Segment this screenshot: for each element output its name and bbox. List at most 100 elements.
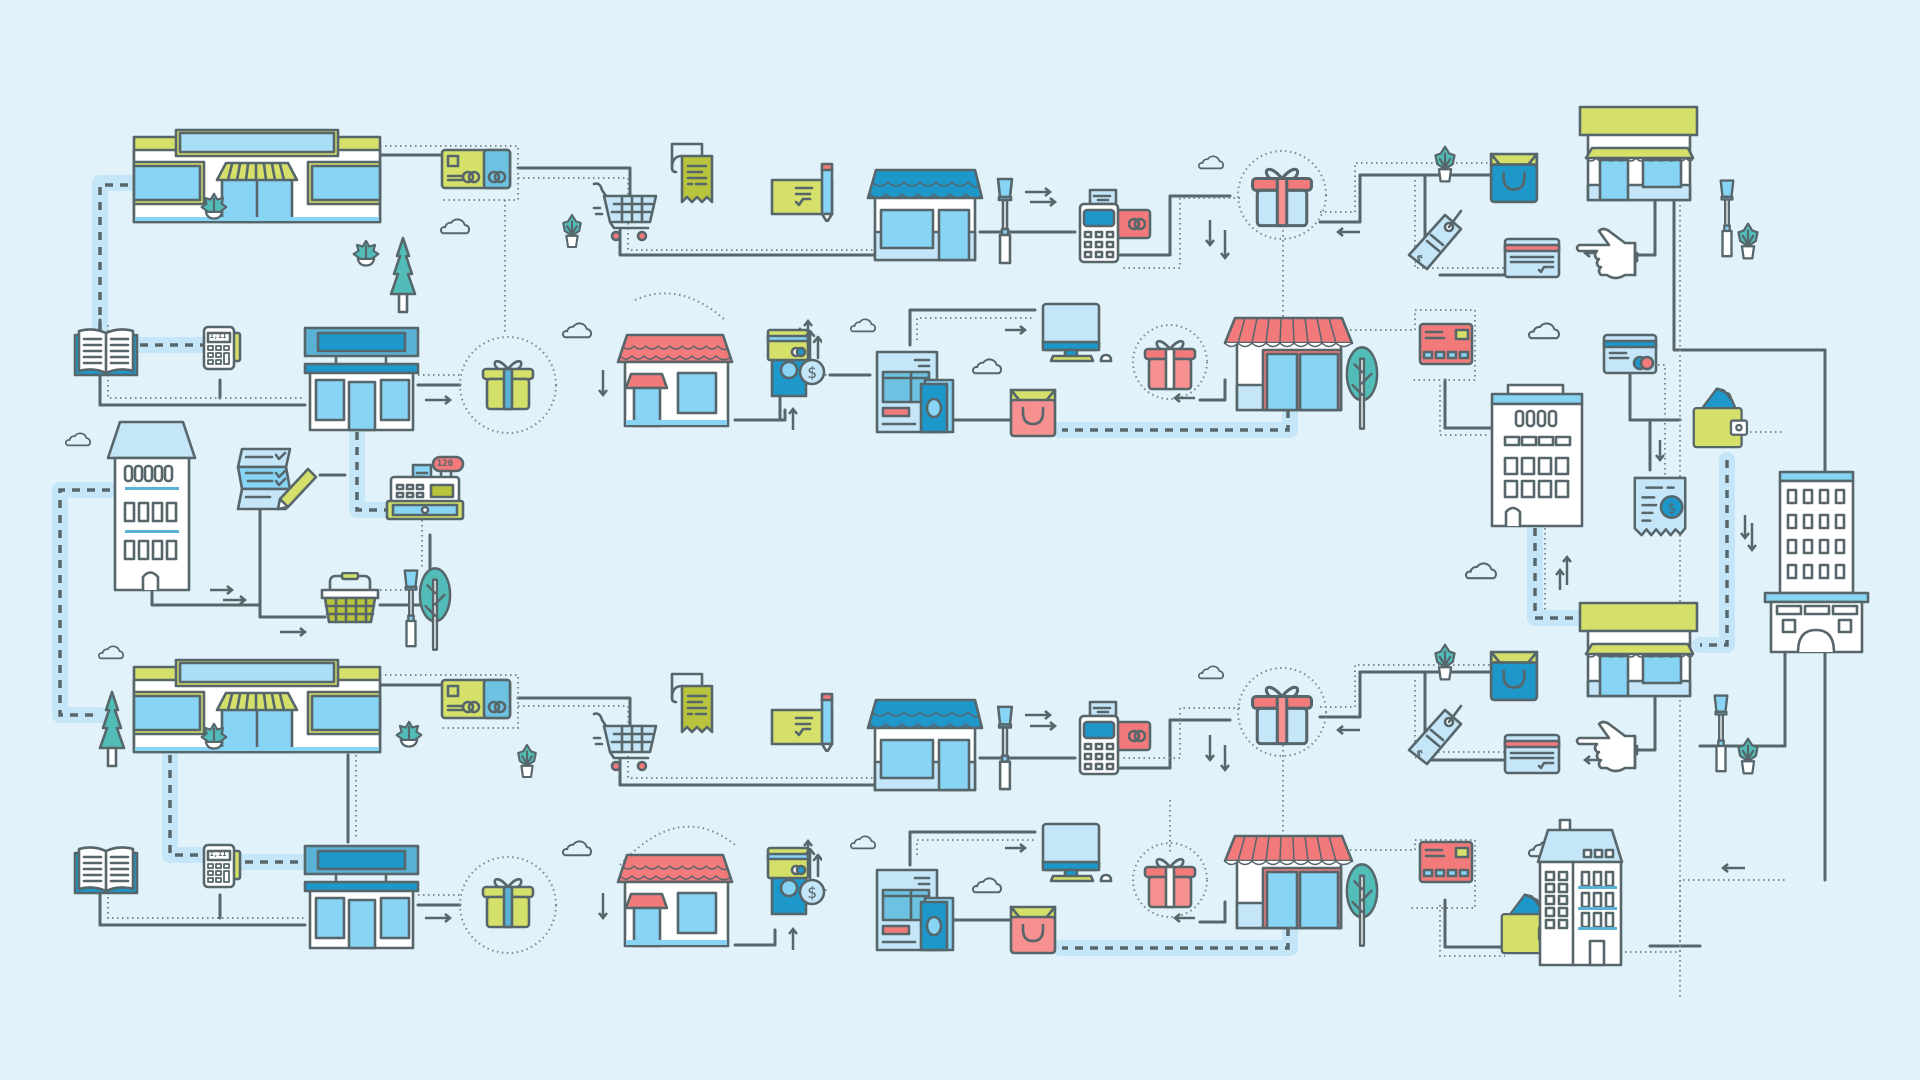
cloud-icon — [65, 432, 91, 447]
monitor-icon — [1041, 822, 1113, 883]
arrow-icon — [788, 406, 798, 430]
cheque-icon — [770, 692, 834, 752]
arrow-icon — [1172, 913, 1195, 923]
arrow-icon — [1720, 863, 1745, 873]
calculator-icon: 1,11 — [202, 325, 242, 371]
shopping-bag-icon — [1009, 388, 1057, 438]
bank-card-icon — [1503, 733, 1561, 775]
calculator-display: 1,11 — [210, 850, 227, 858]
shopping-bag-icon — [1489, 152, 1539, 204]
arrow-icon — [598, 893, 608, 921]
cloud-icon — [850, 318, 876, 333]
arrow-icon — [1740, 515, 1757, 553]
arrow-icon — [280, 627, 308, 637]
storefront-icon — [132, 128, 382, 224]
cloud-icon — [850, 835, 876, 850]
flow-arrows — [210, 187, 1757, 950]
pos-terminal-icon — [1078, 700, 1152, 776]
storefront-icon — [1578, 105, 1699, 202]
awning-store-icon — [1223, 316, 1354, 412]
arrow-icon — [210, 585, 248, 605]
gift-icon — [1143, 339, 1197, 391]
tree-icon — [1345, 346, 1379, 430]
storefront-icon — [132, 658, 382, 754]
kiosk-icon — [303, 844, 420, 950]
apartment-building-icon — [106, 420, 197, 592]
tree-icon — [418, 567, 452, 651]
plant-icon — [1737, 222, 1759, 260]
gift-icon — [481, 877, 535, 929]
receipt-icon — [670, 142, 714, 204]
house-icon — [616, 333, 734, 428]
plant-icon — [516, 743, 538, 779]
dollar-coin-icon — [798, 878, 826, 906]
cash-register-icon: 120 — [385, 455, 465, 521]
wallet-icon — [1692, 387, 1749, 449]
credit-card-icon — [1418, 322, 1474, 366]
cloud-icon — [562, 840, 592, 857]
credit-card-icon — [440, 148, 512, 190]
apartment-building-icon — [1536, 818, 1624, 967]
calculator-icon: 1,11 — [202, 843, 242, 889]
house-icon — [866, 698, 984, 792]
arrow-icon — [1655, 440, 1665, 463]
cloud-icon — [1465, 562, 1497, 580]
arrow-icon — [1005, 843, 1028, 853]
cloud-icon — [98, 645, 124, 660]
price-tag-icon — [1407, 209, 1463, 271]
bank-card-icon — [1602, 333, 1658, 375]
gift-icon — [1250, 167, 1314, 228]
house-icon — [616, 853, 734, 948]
cheque-icon — [770, 162, 834, 222]
cloud-icon — [440, 218, 470, 235]
clouds — [65, 155, 1560, 894]
bank-card-icon — [1503, 237, 1561, 279]
credit-card-icon — [1418, 840, 1474, 884]
cloud-icon — [972, 877, 1002, 894]
street-lamp-icon — [1713, 694, 1729, 773]
shopping-bag-icon — [1489, 650, 1539, 702]
arrow-icon — [598, 370, 608, 398]
gift-icon — [1250, 685, 1314, 746]
gift-icon — [481, 359, 535, 411]
invoice-icon — [875, 868, 955, 952]
arrow-icon — [1025, 187, 1058, 207]
arrow-icon — [1005, 325, 1028, 335]
receipt-icon — [670, 672, 714, 734]
office-building-icon — [1490, 383, 1584, 528]
book-icon — [73, 846, 139, 895]
street-lamp-icon — [403, 569, 419, 648]
arrow-icon — [788, 926, 798, 950]
basket-icon — [320, 572, 380, 624]
street-lamp-icon — [996, 177, 1014, 265]
shopping-bag-icon — [1009, 905, 1057, 955]
plant-icon — [1737, 737, 1759, 775]
dollar-coin-icon — [798, 358, 826, 386]
pine-tree-icon — [98, 690, 126, 768]
pine-tree-icon — [389, 236, 417, 314]
arrow-icon — [1205, 220, 1230, 261]
gift-icon — [1143, 857, 1197, 909]
arrow-icon — [1555, 554, 1572, 590]
arrow-icon — [425, 913, 453, 923]
cloud-icon — [562, 322, 592, 339]
credit-card-icon — [440, 678, 512, 720]
house-icon — [866, 168, 984, 262]
plant-icon — [352, 239, 380, 267]
invoice-icon — [875, 350, 955, 434]
cloud-icon — [1528, 322, 1560, 340]
price-tag-icon — [1407, 704, 1463, 766]
plant-icon — [395, 720, 423, 748]
book-icon — [73, 328, 139, 377]
monitor-icon — [1041, 302, 1113, 363]
office-tower-icon — [1763, 470, 1870, 654]
calculator-display: 1,11 — [210, 332, 227, 340]
arrow-icon — [1205, 735, 1230, 773]
plant-icon — [561, 213, 583, 249]
cloud-icon — [1198, 155, 1224, 170]
cash-register-display: 120 — [437, 459, 453, 469]
tree-icon — [1345, 863, 1379, 947]
cloud-icon — [972, 358, 1002, 375]
shopping-cart-icon — [592, 182, 658, 242]
